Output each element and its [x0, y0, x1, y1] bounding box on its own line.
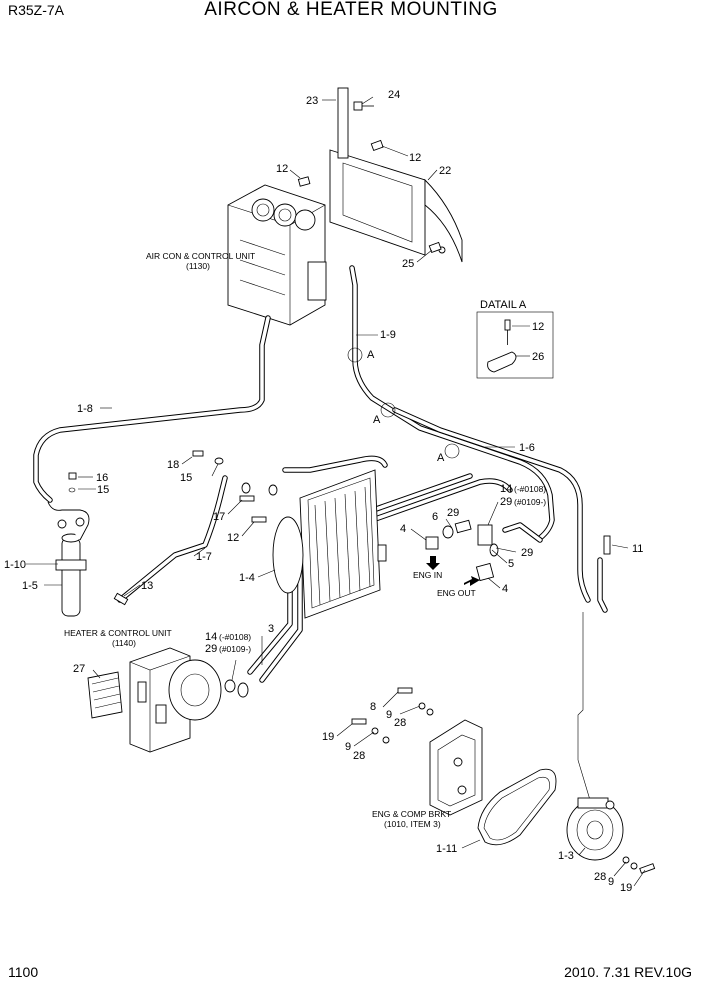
callout-29: 29	[521, 547, 533, 559]
callout-8: 8	[370, 701, 376, 713]
page-title: AIRCON & HEATER MOUNTING	[204, 0, 498, 20]
callout-9: 9	[345, 741, 351, 753]
callout-16: 16	[96, 472, 108, 484]
engine-compressor-bracket	[429, 719, 483, 816]
callout-28: 28	[394, 717, 406, 729]
callout-25: 25	[402, 258, 414, 270]
callout-1-8: 1-8	[77, 403, 93, 415]
callout-4: 4	[502, 583, 508, 595]
small-hardware	[68, 101, 656, 874]
callout-29-note: (#0109-)	[514, 497, 546, 507]
aircon-unit-ref: (1130)	[186, 261, 210, 271]
bracket-label: ENG & COMP BRKT	[372, 809, 451, 819]
aircon-unit-label: AIR CON & CONTROL UNIT	[146, 251, 255, 261]
callout-22: 22	[439, 165, 451, 177]
callout-4: 4	[400, 523, 406, 535]
receiver-drier	[47, 501, 90, 617]
heater-unit-label: HEATER & CONTROL UNIT	[64, 628, 172, 638]
bracket-ref: (1010, ITEM 3)	[384, 819, 441, 829]
callout-12: 12	[276, 163, 288, 175]
condenser-core	[272, 469, 387, 619]
callout-1-9: 1-9	[380, 329, 396, 341]
callout-29: 29	[500, 496, 512, 508]
callout-15: 15	[97, 484, 109, 496]
callout-19: 19	[620, 882, 632, 894]
callout-1-6: 1-6	[519, 442, 535, 454]
callout-17: 17	[213, 511, 225, 523]
callout-3: 3	[268, 623, 274, 635]
page-number: 1100	[8, 964, 39, 980]
callout-1-4: 1-4	[239, 572, 255, 584]
callout-19: 19	[322, 731, 334, 743]
detail-marker-a: A	[367, 349, 375, 361]
callout-29-note: (#0109-)	[219, 644, 251, 654]
eng-in-label: ENG IN	[413, 570, 442, 580]
callout-11: 11	[632, 543, 643, 555]
callout-18: 18	[167, 459, 179, 471]
detail-marker-a: A	[437, 452, 445, 464]
callout-1-11: 1-11	[436, 843, 457, 855]
callout-14-note: (-#0108)	[514, 484, 546, 494]
callout-12: 12	[532, 321, 544, 333]
detail-marker-a: A	[373, 414, 381, 426]
eng-out-label: ENG OUT	[437, 588, 476, 598]
drive-belt	[477, 768, 557, 846]
callout-1-7: 1-7	[196, 551, 212, 563]
callout-28: 28	[353, 750, 365, 762]
callout-1-5: 1-5	[22, 580, 38, 592]
model-number: R35Z-7A	[8, 2, 65, 18]
callout-14: 14	[205, 631, 217, 643]
callout-12: 12	[409, 152, 421, 164]
callout-9: 9	[608, 876, 614, 888]
revision-date: 2010. 7.31 REV.10G	[564, 964, 692, 980]
callout-1-3: 1-3	[558, 850, 574, 862]
callout-14: 14	[500, 483, 512, 495]
callout-27: 27	[73, 663, 85, 675]
hose-lines	[33, 265, 608, 683]
compressor	[566, 797, 624, 861]
leader-lines	[26, 96, 646, 887]
callout-26: 26	[532, 351, 544, 363]
flow-arrows	[426, 556, 480, 586]
callout-6: 6	[432, 511, 438, 523]
detail-a-title: DATAIL A	[480, 299, 527, 311]
callout-15: 15	[180, 472, 192, 484]
mounting-bracket	[329, 87, 463, 263]
callout-29: 29	[205, 643, 217, 655]
callout-29: 29	[447, 507, 459, 519]
heater-unit-ref: (1140)	[112, 638, 136, 648]
detail-a-box	[476, 311, 554, 379]
callout-13: 13	[141, 580, 153, 592]
callout-5: 5	[508, 558, 514, 570]
callout-23: 23	[306, 95, 318, 107]
aircon-control-unit	[227, 184, 327, 326]
callout-1-10: 1-10	[4, 559, 26, 571]
callout-14-note: (-#0108)	[219, 632, 251, 642]
callout-28: 28	[594, 871, 606, 883]
callout-24: 24	[388, 89, 400, 101]
callout-12: 12	[227, 532, 239, 544]
callout-9: 9	[386, 709, 392, 721]
heater-control-unit	[87, 647, 222, 753]
callout-labels: 23 24 12 12 22 25 AIR CON & CONTROL UNIT…	[4, 89, 643, 894]
